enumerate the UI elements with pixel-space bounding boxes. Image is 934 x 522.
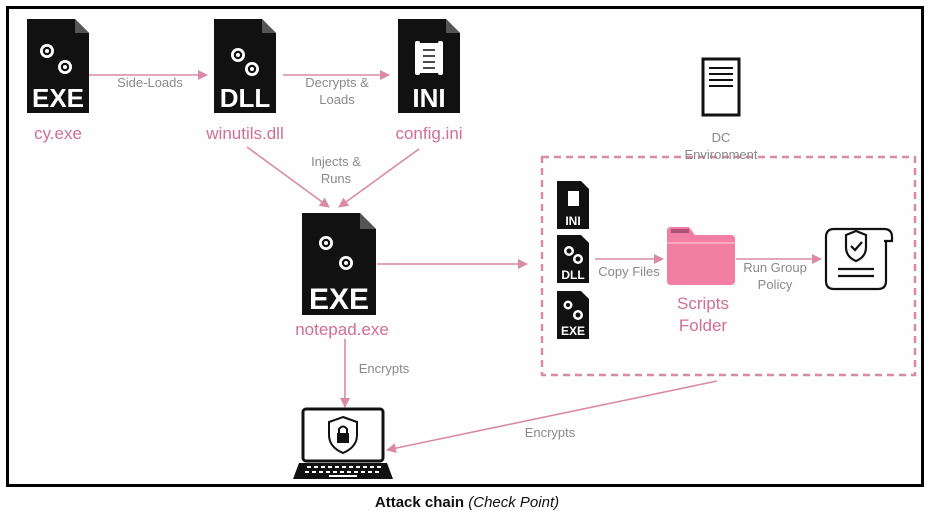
- policy-scroll[interactable]: [824, 227, 894, 291]
- caption-source: (Check Point): [468, 494, 560, 511]
- folder-label: Folder: [679, 316, 728, 335]
- dc-environment-box: [540, 155, 917, 377]
- decrypts-label: Decrypts &: [305, 75, 369, 90]
- arrow-injects-from-ini: [338, 148, 420, 208]
- scripts-label: Scripts: [677, 294, 729, 313]
- file-name: cy.exe: [34, 124, 82, 143]
- file-badge: EXE: [561, 324, 585, 338]
- file-badge: DLL: [561, 268, 584, 282]
- file-badge: INI: [565, 214, 580, 228]
- dc-small-dll[interactable]: DLL: [557, 235, 589, 283]
- dc-label: DC: [712, 130, 731, 145]
- side-loads-label: Side-Loads: [117, 75, 183, 90]
- copy-files-label: Copy Files: [598, 264, 660, 279]
- file-badge: EXE: [309, 283, 369, 316]
- policy-scroll-icon: [824, 227, 894, 291]
- environment-label: Environment: [685, 147, 758, 162]
- file-name: winutils.dll: [205, 124, 283, 143]
- file-badge: EXE: [32, 83, 84, 113]
- edge-labels: Side-Loads Decrypts & Loads Injects & Ru…: [117, 75, 807, 440]
- winutils-dll-file[interactable]: DLL winutils.dll: [205, 19, 284, 143]
- policy-label: Policy: [758, 277, 793, 292]
- arrow-encrypts-back: [386, 380, 718, 454]
- diagram-frame: EXE cy.exe DLL winutils.dll INI config.i…: [6, 6, 924, 487]
- file-name: notepad.exe: [295, 320, 389, 339]
- caption-title: Attack chain: [374, 494, 465, 511]
- connectors: [89, 70, 822, 454]
- scripts-folder[interactable]: Scripts Folder: [667, 227, 735, 335]
- runs-label: Runs: [321, 171, 352, 186]
- arrow-injects-from-dll: [246, 146, 330, 208]
- loads-label: Loads: [319, 92, 355, 107]
- attack-chain-diagram: EXE cy.exe DLL winutils.dll INI config.i…: [27, 19, 917, 479]
- dc-small-ini[interactable]: INI: [557, 181, 589, 229]
- dc-small-exe[interactable]: EXE: [557, 291, 589, 339]
- encrypts-back-label: Encrypts: [525, 425, 576, 440]
- notepad-exe-file[interactable]: EXE notepad.exe: [295, 213, 389, 339]
- injects-label: Injects &: [311, 154, 361, 169]
- run-group-label: Run Group: [743, 260, 807, 275]
- encrypted-laptop[interactable]: [293, 407, 393, 479]
- dll-file-icon: [214, 19, 276, 113]
- figure-caption: Attack chain (Check Point): [0, 494, 934, 511]
- file-badge: DLL: [220, 83, 271, 113]
- dc-server[interactable]: DC Environment: [685, 57, 758, 162]
- file-badge: INI: [412, 83, 445, 113]
- locked-laptop-icon: [293, 407, 393, 479]
- exe-file-icon: [302, 213, 376, 315]
- encrypts-down-label: Encrypts: [359, 361, 410, 376]
- folder-icon: [667, 227, 735, 285]
- file-name: config.ini: [395, 124, 462, 143]
- cy-exe-file[interactable]: EXE cy.exe: [27, 19, 89, 143]
- config-ini-file[interactable]: INI config.ini: [395, 19, 463, 143]
- exe-file-icon: [27, 19, 89, 113]
